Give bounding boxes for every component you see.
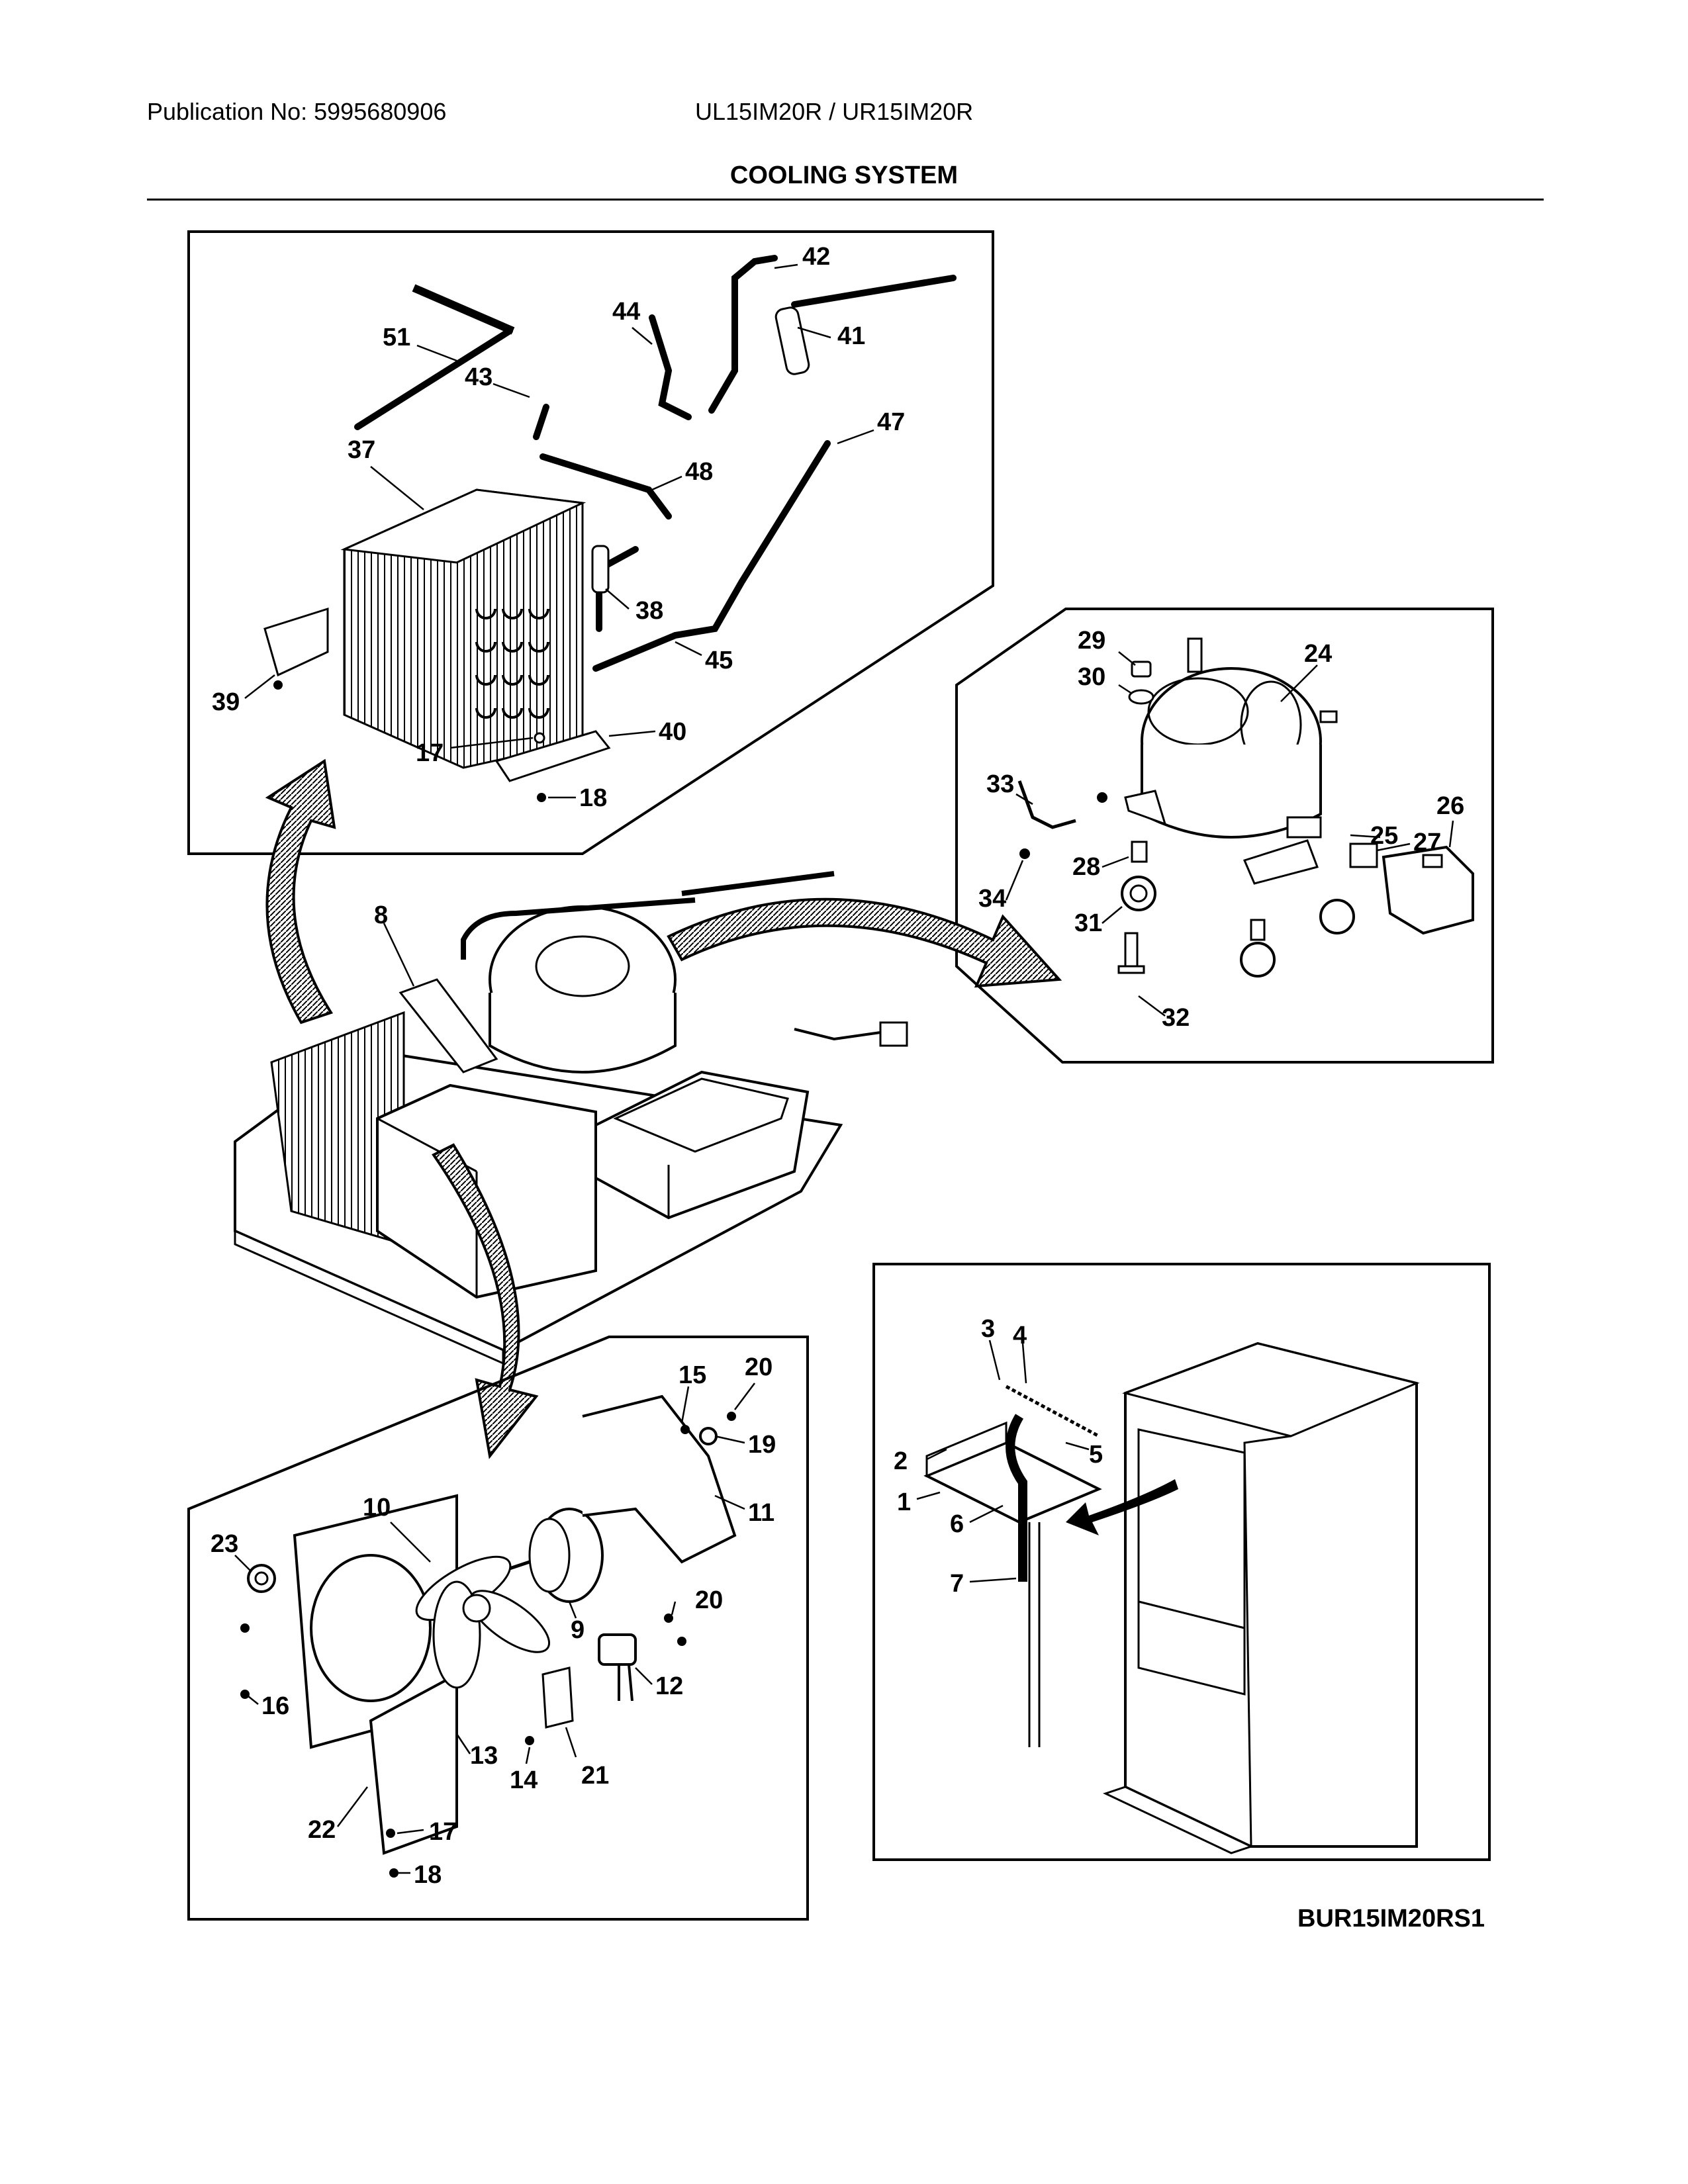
refrigerant-tubing	[354, 255, 957, 672]
cover-plate	[541, 1666, 574, 1729]
arrow-to-condenser-panel	[265, 758, 336, 1024]
callout-17b: 17	[429, 1818, 457, 1846]
fan-panel	[187, 1336, 809, 1921]
condenser-panel	[187, 230, 994, 855]
callout-51: 51	[383, 324, 410, 351]
fan-shroud	[376, 1083, 597, 1299]
callout-41: 41	[837, 322, 865, 350]
callout-19: 19	[748, 1431, 776, 1459]
callout-18b: 18	[414, 1861, 442, 1889]
callout-42: 42	[802, 243, 830, 271]
callout-7: 7	[950, 1570, 964, 1598]
callout-12: 12	[655, 1672, 683, 1700]
drain-pan	[923, 1421, 1102, 1524]
fan-shroud-part	[293, 1494, 458, 1855]
clamp	[699, 1427, 718, 1445]
model-numbers: UL15IM20R / UR15IM20R	[695, 98, 974, 125]
fan-motor	[509, 1508, 604, 1603]
diagram-code: BUR15IM20RS1	[1297, 1905, 1485, 1933]
callout-39: 39	[212, 688, 240, 716]
cooling-system-assembly	[234, 871, 908, 1365]
callout-2: 2	[894, 1447, 908, 1475]
power-plug	[879, 1021, 908, 1047]
arrow-to-compressor-panel	[667, 897, 1062, 988]
callout-6: 6	[950, 1510, 964, 1538]
callout-48: 48	[685, 458, 713, 486]
callout-14: 14	[510, 1766, 538, 1794]
ground-wire	[1017, 780, 1076, 829]
relay-overload	[1286, 816, 1474, 935]
callout-38: 38	[635, 597, 663, 625]
callout-26: 26	[1436, 792, 1464, 820]
callout-44: 44	[612, 298, 640, 326]
callout-32: 32	[1162, 1004, 1190, 1032]
callout-24: 24	[1304, 640, 1332, 668]
callout-16: 16	[261, 1692, 289, 1720]
callout-21: 21	[581, 1762, 609, 1790]
callout-47: 47	[877, 408, 905, 436]
fan-blade	[415, 1555, 551, 1689]
motor-bracket	[582, 1394, 737, 1564]
callout-labels: 51 43 44 42 41 47 37 48 38 45 39 17 40 1…	[211, 243, 1464, 1889]
compressor-panel	[955, 608, 1494, 1064]
drain-panel	[872, 1263, 1491, 1861]
callout-20a: 20	[745, 1353, 773, 1381]
control-box	[594, 1070, 810, 1220]
filter-drier	[774, 306, 810, 375]
callout-43: 43	[465, 363, 492, 391]
callout-34: 34	[978, 885, 1006, 913]
callout-18: 18	[579, 784, 607, 812]
callout-27: 27	[1413, 829, 1441, 856]
grommet-23	[247, 1564, 276, 1593]
callout-17: 17	[416, 739, 444, 767]
publication-number: Publication No: 5995680906	[147, 98, 447, 125]
callout-23: 23	[211, 1530, 238, 1558]
header-rule	[147, 199, 1544, 201]
callout-9: 9	[571, 1616, 585, 1644]
drain-tube	[1006, 1414, 1027, 1582]
callout-3: 3	[981, 1315, 995, 1343]
bracket-39	[263, 607, 329, 677]
callout-30: 30	[1078, 663, 1105, 691]
callout-33: 33	[986, 770, 1014, 798]
page-title: COOLING SYSTEM	[729, 161, 959, 189]
callout-8: 8	[374, 901, 388, 929]
callout-45: 45	[705, 647, 733, 674]
washer	[1128, 689, 1154, 705]
callout-37: 37	[348, 436, 375, 464]
compressor	[1124, 637, 1338, 885]
callout-13: 13	[470, 1742, 498, 1770]
condenser-coil	[340, 488, 586, 769]
callout-28: 28	[1072, 853, 1100, 881]
callout-20b: 20	[695, 1586, 723, 1614]
condenser-fan-bracket	[399, 978, 498, 1073]
callout-40: 40	[659, 718, 686, 746]
grommet	[1121, 876, 1156, 911]
valve	[591, 545, 610, 594]
grommet-nut	[1131, 660, 1152, 678]
callout-11: 11	[748, 1499, 774, 1527]
callout-5: 5	[1089, 1441, 1103, 1469]
power-cord	[794, 1028, 881, 1041]
callout-29: 29	[1078, 627, 1105, 655]
callout-22: 22	[308, 1816, 336, 1844]
arrow-to-drain	[1066, 1479, 1178, 1535]
callout-1: 1	[897, 1488, 911, 1516]
callout-25: 25	[1370, 822, 1398, 850]
terminal-cover	[1382, 845, 1474, 935]
capacitor	[598, 1633, 637, 1702]
callout-15: 15	[679, 1361, 706, 1389]
callout-4: 4	[1013, 1322, 1027, 1349]
cabinet	[1102, 1342, 1420, 1854]
bracket-40	[494, 730, 611, 782]
callout-10: 10	[363, 1494, 391, 1522]
callout-31: 31	[1074, 909, 1102, 937]
